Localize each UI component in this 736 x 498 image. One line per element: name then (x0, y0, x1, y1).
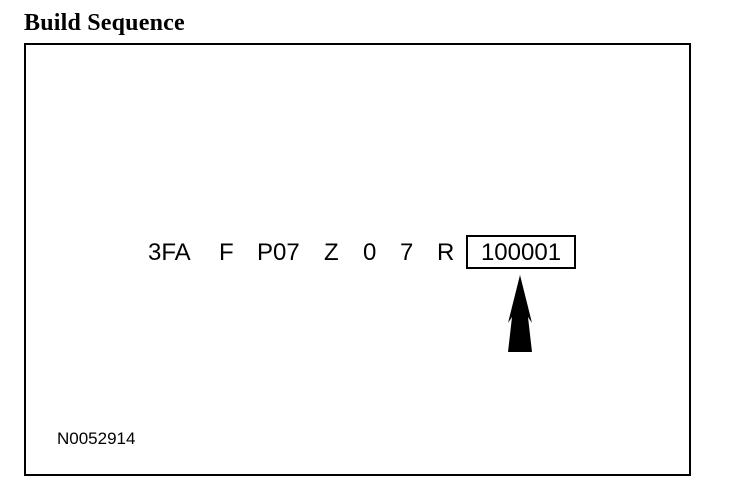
vin-segment-engine: Z (324, 239, 339, 266)
vin-segment-wmi: 3FA (148, 239, 191, 266)
vin-segment-check-digit: 0 (363, 239, 377, 266)
serial-number: 100001 (480, 239, 562, 266)
vin-segment-plant: R (437, 239, 455, 266)
page-title: Build Sequence (24, 10, 185, 36)
vin-segment-line-series-body: P07 (257, 239, 300, 266)
arrow-shape (508, 275, 532, 352)
vin-segment-restraint: F (219, 239, 234, 266)
vin-segment-model-year: 7 (400, 239, 414, 266)
arrow-up-icon (508, 275, 532, 352)
figure-id: N0052914 (57, 429, 136, 448)
serial-number-box: 100001 (466, 235, 576, 269)
diagram-frame (24, 43, 691, 476)
